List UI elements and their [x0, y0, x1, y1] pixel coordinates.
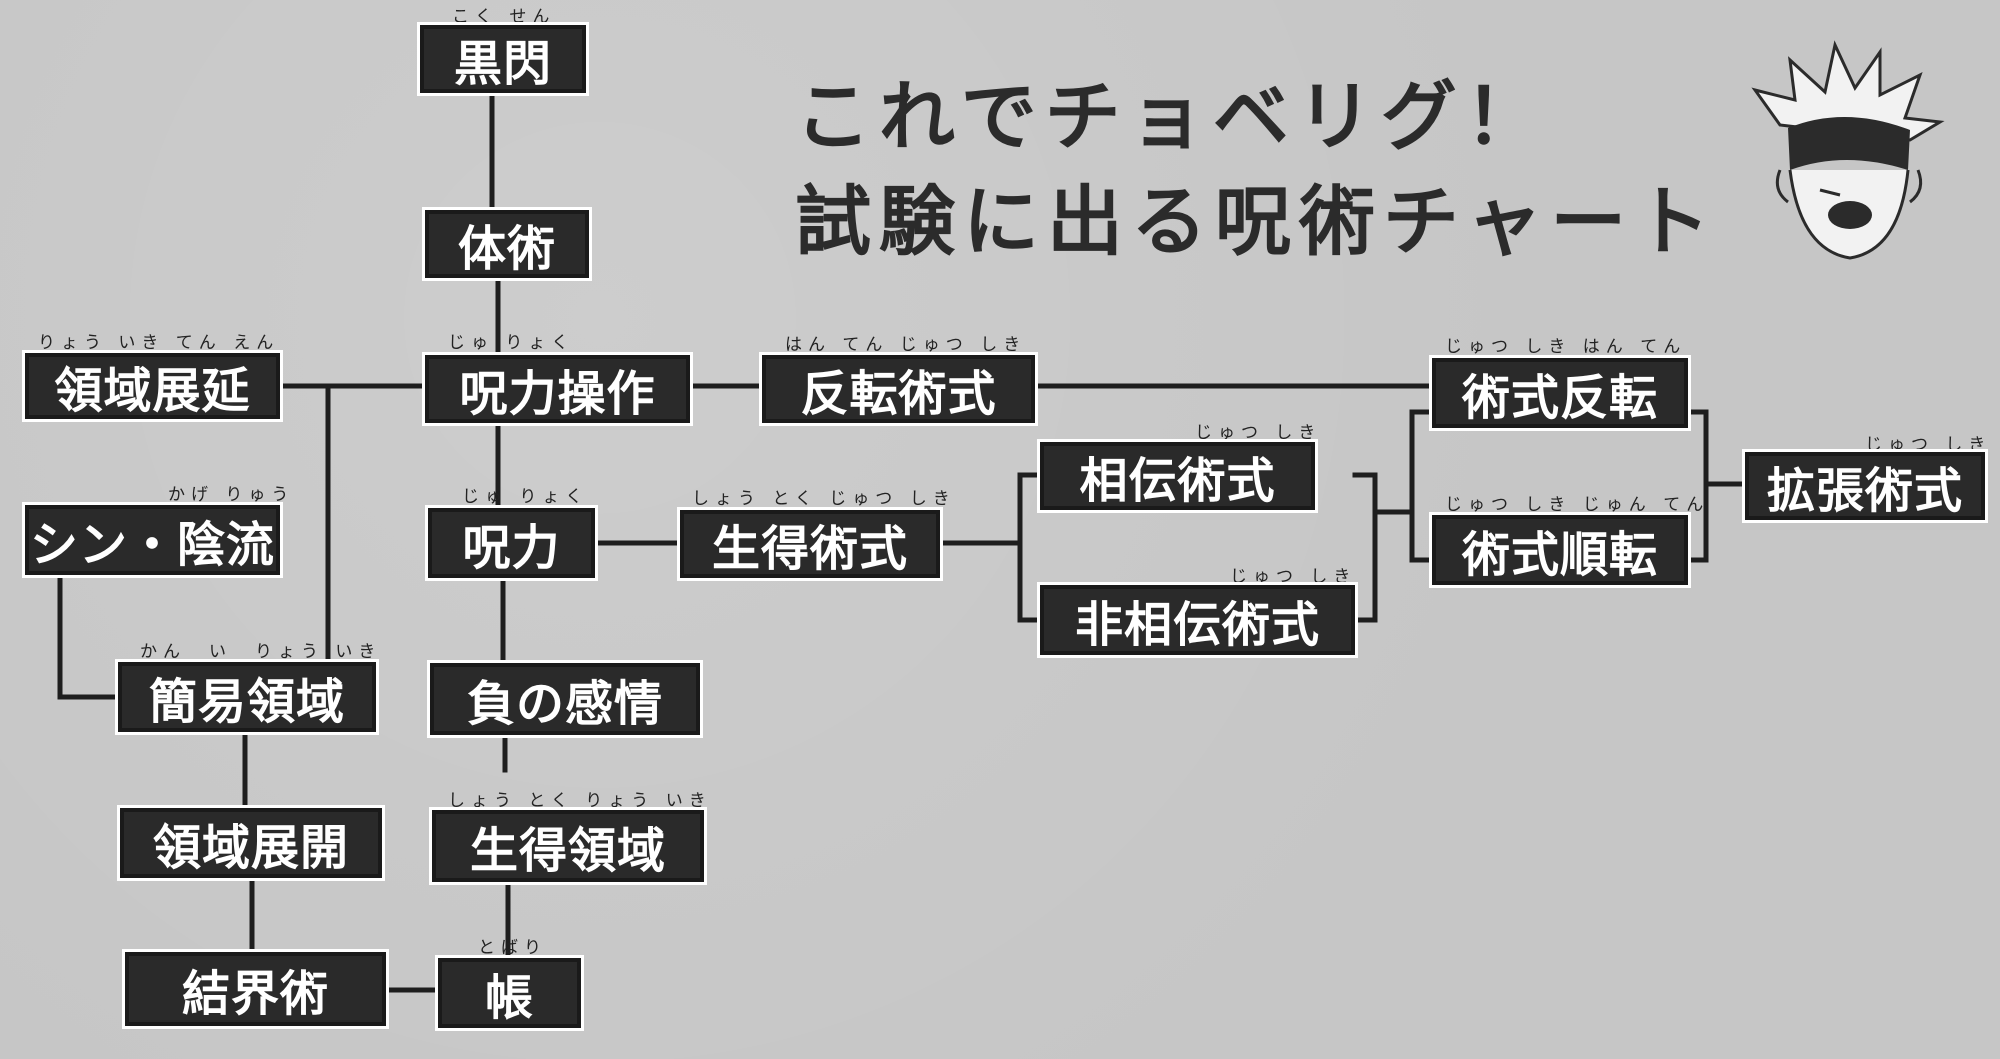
node-jutsushiki-hanten: 術式反転 — [1429, 355, 1691, 431]
ruby-hisoden-jutsushiki: じゅつ しき — [1230, 567, 1357, 587]
node-fu-no-kanjo: 負の感情 — [427, 660, 703, 738]
ruby-soden-jutsushiki: じゅつ しき — [1195, 423, 1322, 443]
ruby-jutsushiki-hanten: じゅつ しき はん てん — [1445, 337, 1687, 357]
ruby-shotoku-ryoiki: しょう とく りょう いき — [448, 791, 712, 811]
node-kakucho-jutsushiki: 拡張術式 — [1742, 449, 1988, 523]
ruby-tobari: とばり — [478, 938, 547, 958]
node-shin-kageryu: シン・陰流 — [22, 502, 283, 578]
node-kekkaijutsu: 結界術 — [122, 949, 389, 1029]
ruby-shotoku-jutsushiki: しょう とく じゅつ しき — [692, 489, 956, 509]
ruby-kan-i-ryoiki: かん い りょう いき — [140, 642, 382, 662]
ruby-ryoiki-tenen: りょう いき てん えん — [38, 333, 280, 353]
node-shotoku-ryoiki: 生得領域 — [429, 807, 707, 885]
node-tobari: 帳 — [435, 955, 584, 1031]
node-ryoiki-tenen: 領域展延 — [22, 350, 283, 422]
node-kokusen: 黒閃 — [417, 22, 589, 96]
node-juryoku-sosa: 呪力操作 — [422, 352, 693, 426]
node-shotoku-jutsushiki: 生得術式 — [677, 507, 943, 581]
ruby-kokusen: こく せん — [452, 7, 556, 27]
ruby-juryoku-sosa: じゅ りょく — [448, 333, 575, 353]
ruby-jutsushiki-junten: じゅつ しき じゅん てん — [1445, 495, 1710, 515]
ruby-juryoku: じゅ りょく — [462, 487, 589, 507]
node-taijutsu: 体術 — [422, 207, 592, 281]
node-soden-jutsushiki: 相伝術式 — [1037, 439, 1318, 513]
node-kan-i-ryoiki: 簡易領域 — [115, 659, 379, 735]
title-line-2: 試験に出る呪術チャート — [795, 177, 1719, 266]
title-line-1: これでチョベリグ！ — [795, 72, 1549, 161]
ruby-kakucho-jutsushiki: じゅつ しき — [1865, 435, 1992, 455]
ruby-shin-kageryu: かげ りゅう — [168, 485, 295, 505]
node-ryoiki-tenkai: 領域展開 — [117, 805, 385, 881]
node-juryoku: 呪力 — [425, 505, 598, 581]
ruby-hanten-jutsushiki: はん てん じゅつ しき — [785, 335, 1027, 355]
cartoon-character-head-icon — [1751, 40, 1945, 260]
node-jutsushiki-junten: 術式順転 — [1429, 512, 1691, 588]
node-hisoden-jutsushiki: 非相伝術式 — [1037, 582, 1358, 658]
node-hanten-jutsushiki: 反転術式 — [759, 352, 1038, 426]
